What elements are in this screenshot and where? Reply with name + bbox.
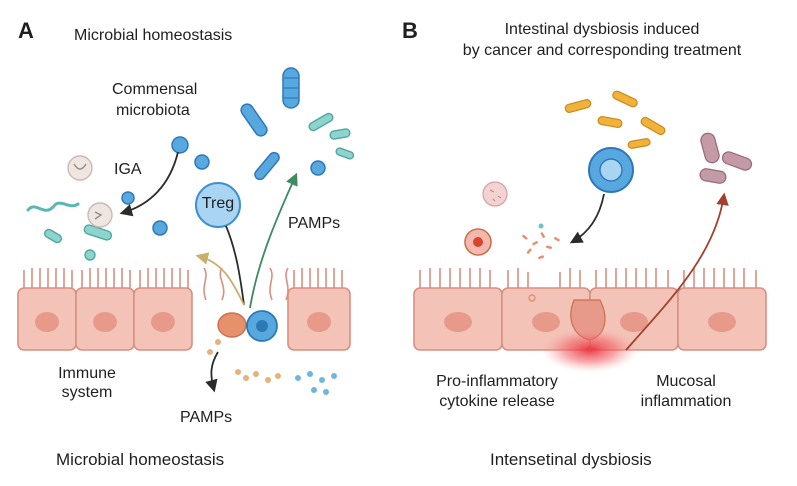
panel-b-title-line1: Intestinal dysbiosis induced xyxy=(504,21,700,38)
treg-label: Treg xyxy=(201,195,235,212)
pamps-upper-label: PAMPs xyxy=(288,215,341,232)
panel-b-epithelium xyxy=(413,268,767,372)
cytokine-label-line1: Pro-inflammatory xyxy=(436,373,558,390)
mucosal-label-line2: inflammation xyxy=(640,393,732,410)
panel-a-letter: A xyxy=(18,18,34,43)
mucosal-label-line1: Mucosal xyxy=(656,373,716,390)
panel-b-arrows xyxy=(569,192,729,351)
panel-a-microbes xyxy=(26,67,355,395)
panel-a-caption: Microbial homeostasis xyxy=(56,450,225,469)
cytokine-label-line2: cytokine release xyxy=(439,393,555,410)
immune-label-line2: system xyxy=(61,384,113,401)
panel-a-epithelium xyxy=(17,267,351,351)
panel-a-arrows xyxy=(119,151,298,393)
inflammation-spot xyxy=(542,328,638,372)
commensal-label-line1: Commensal xyxy=(112,81,198,98)
pamps-lower-label: PAMPs xyxy=(180,409,233,426)
immune-label-line1: Immune xyxy=(58,365,116,382)
panel-b-microbes xyxy=(464,90,753,302)
iga-label: IGA xyxy=(114,161,142,178)
panel-b-letter: B xyxy=(402,18,418,43)
panel-a-title: Microbial homeostasis xyxy=(74,27,233,44)
panel-b-title-line2: by cancer and corresponding treatment xyxy=(462,42,742,59)
panel-b-caption: Intensetinal dysbiosis xyxy=(490,450,652,469)
commensal-label-line2: microbiota xyxy=(116,102,190,119)
